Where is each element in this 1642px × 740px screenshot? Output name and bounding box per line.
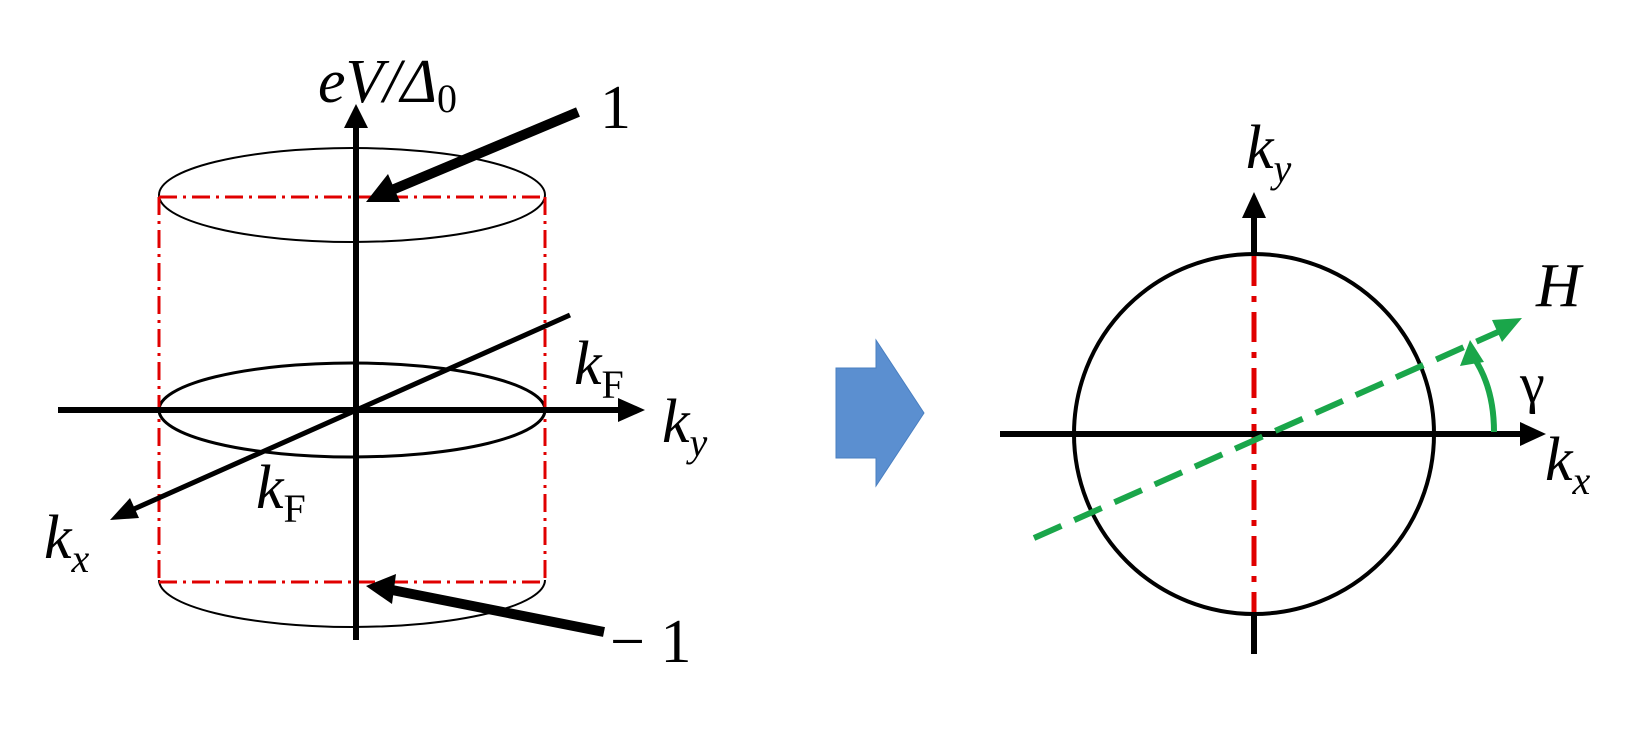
angle-arc-arrowhead [1460, 340, 1484, 366]
angle-arc [1471, 356, 1497, 433]
left-cylinder-diagram: eV/Δ0 1 − 1 kF kF ky kx [44, 48, 708, 676]
angle-label: γ [1519, 353, 1545, 415]
arrow-top-label: 1 [600, 74, 631, 142]
field-direction-line [1032, 329, 1500, 541]
axis-energy-arrowhead [344, 104, 368, 128]
axis-ky-right-arrowhead [1242, 192, 1266, 218]
arrow-top [390, 107, 580, 195]
arrow-bottom-head [366, 574, 396, 604]
axis-kx-left-arrowhead [110, 498, 139, 520]
kf-right-label: kF [574, 330, 624, 407]
field-direction-arrowhead [1492, 318, 1522, 342]
ky-right-label: ky [1246, 114, 1292, 191]
axis-energy-label: eV/Δ0 [318, 48, 457, 121]
axis-kx-right-arrowhead [1520, 422, 1546, 446]
dashdot-rectangle [157, 195, 547, 584]
ky-left-label: ky [662, 388, 708, 465]
arrow-bottom-label: − 1 [610, 608, 691, 676]
axis-kx-left [123, 312, 572, 516]
transition-arrow [835, 338, 925, 488]
kx-left-label: kx [44, 504, 90, 581]
axis-ky-left-arrowhead [618, 398, 645, 422]
kx-right-label: kx [1545, 426, 1591, 503]
kf-center-label: kF [256, 454, 306, 531]
cylinder-top-ellipse [158, 147, 546, 243]
right-circle-diagram: ky kx H γ [1000, 114, 1591, 654]
field-label: H [1535, 252, 1584, 320]
arrow-top-head [366, 174, 400, 202]
cylinder-bottom-ellipse [158, 579, 546, 628]
arrow-bottom [391, 585, 605, 637]
